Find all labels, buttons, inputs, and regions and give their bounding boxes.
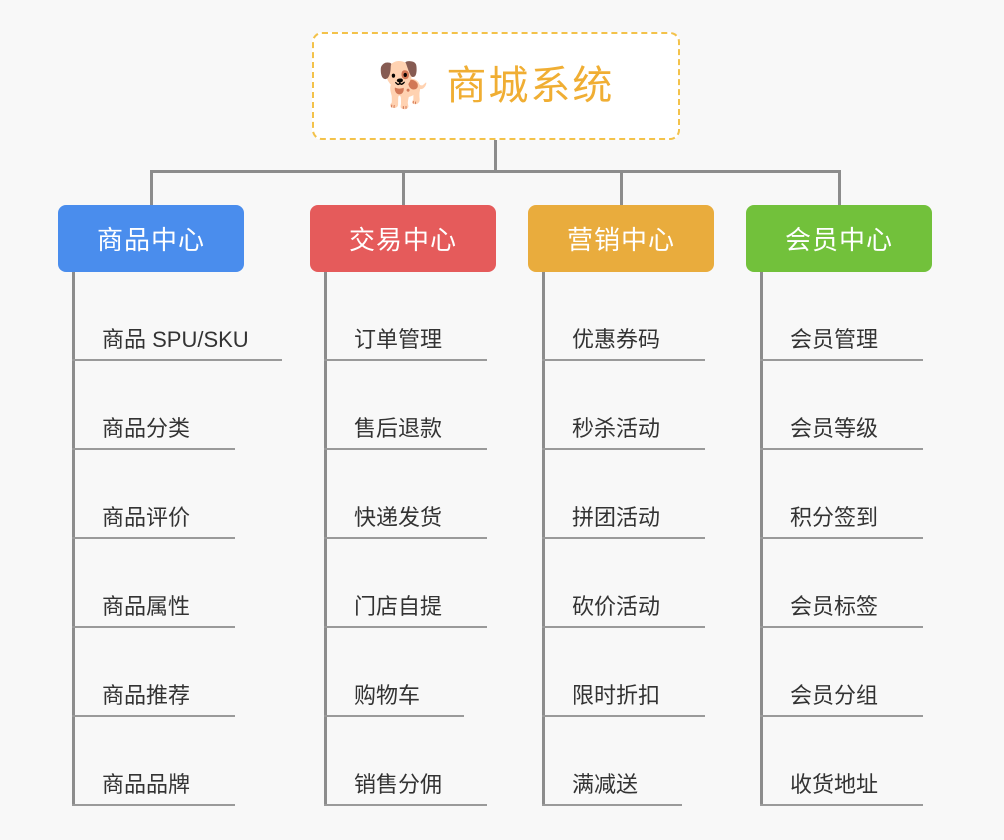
leaf-item[interactable]: 商品推荐 (72, 628, 249, 717)
leaf-item[interactable]: 限时折扣 (542, 628, 705, 717)
leaf-item[interactable]: 商品属性 (72, 539, 249, 628)
leaf-item[interactable]: 商品分类 (72, 361, 249, 450)
leaf-item[interactable]: 门店自提 (324, 539, 487, 628)
leaf-item[interactable]: 商品品牌 (72, 717, 249, 806)
leaf-item-label: 商品品牌 (102, 771, 191, 797)
leaf-column-member-center: 会员管理 会员等级 积分签到 会员标签 会员分组 收货地址 (760, 272, 923, 806)
leaf-item-label: 优惠券码 (572, 326, 661, 352)
category-header-member-center[interactable]: 会员中心 (746, 205, 932, 272)
leaf-underline (542, 359, 705, 361)
leaf-underline (324, 359, 487, 361)
leaf-item-label: 收货地址 (790, 771, 879, 797)
leaf-underline (542, 804, 682, 806)
category-header-label: 商品中心 (96, 225, 205, 255)
leaf-underline (760, 448, 923, 450)
leaf-column-marketing-center: 优惠券码 秒杀活动 拼团活动 砍价活动 限时折扣 满减送 (542, 272, 705, 806)
leaf-underline (542, 626, 705, 628)
connector-root-stem (494, 140, 497, 173)
leaf-underline (72, 448, 235, 450)
leaf-item-label: 会员分组 (790, 682, 879, 708)
leaf-underline (542, 448, 705, 450)
leaf-underline (324, 537, 487, 539)
leaf-item-label: 会员管理 (790, 326, 879, 352)
leaf-item[interactable]: 优惠券码 (542, 272, 705, 361)
category-header-product-center[interactable]: 商品中心 (58, 205, 244, 272)
leaf-item-label: 售后退款 (354, 415, 443, 441)
category-header-label: 交易中心 (348, 225, 457, 255)
leaf-underline (760, 626, 923, 628)
leaf-column-trade-center: 订单管理 售后退款 快递发货 门店自提 购物车 销售分佣 (324, 272, 487, 806)
leaf-item[interactable]: 会员标签 (760, 539, 923, 628)
leaf-column-product-center: 商品 SPU/SKU 商品分类 商品评价 商品属性 商品推荐 商品品牌 (72, 272, 282, 806)
leaf-item[interactable]: 积分签到 (760, 450, 923, 539)
leaf-item[interactable]: 收货地址 (760, 717, 923, 806)
leaf-underline (760, 537, 923, 539)
leaf-item-label: 商品评价 (102, 504, 191, 530)
leaf-rail (324, 272, 327, 806)
leaf-underline (760, 804, 923, 806)
connector-horizontal-bus (150, 170, 840, 173)
leaf-item[interactable]: 销售分佣 (324, 717, 487, 806)
leaf-item[interactable]: 售后退款 (324, 361, 487, 450)
leaf-item[interactable]: 订单管理 (324, 272, 487, 361)
leaf-underline (324, 804, 487, 806)
leaf-item-label: 秒杀活动 (572, 415, 661, 441)
leaf-item-label: 限时折扣 (572, 682, 661, 708)
connector-drop-marketing-center (620, 170, 623, 207)
leaf-item[interactable]: 砍价活动 (542, 539, 705, 628)
leaf-underline (542, 715, 705, 717)
leaf-item-label: 门店自提 (354, 593, 443, 619)
leaf-underline (72, 359, 282, 361)
category-header-trade-center[interactable]: 交易中心 (310, 205, 496, 272)
leaf-item-label: 销售分佣 (354, 771, 443, 797)
leaf-underline (72, 715, 235, 717)
leaf-item[interactable]: 满减送 (542, 717, 682, 806)
leaf-item[interactable]: 商品评价 (72, 450, 249, 539)
connector-drop-trade-center (402, 170, 405, 207)
leaf-item[interactable]: 会员分组 (760, 628, 923, 717)
leaf-item-label: 商品分类 (102, 415, 191, 441)
category-header-label: 会员中心 (784, 225, 893, 255)
leaf-item-label: 会员标签 (790, 593, 879, 619)
leaf-item-label: 购物车 (354, 682, 421, 708)
leaf-underline (324, 715, 464, 717)
leaf-underline (542, 537, 705, 539)
category-header-marketing-center[interactable]: 营销中心 (528, 205, 714, 272)
leaf-item[interactable]: 会员管理 (760, 272, 923, 361)
leaf-item-label: 商品属性 (102, 593, 191, 619)
leaf-item-label: 满减送 (572, 771, 639, 797)
leaf-underline (760, 715, 923, 717)
leaf-underline (72, 537, 235, 539)
leaf-item-label: 砍价活动 (572, 593, 661, 619)
leaf-underline (324, 626, 487, 628)
shiba-dog-icon: 🐕 (377, 61, 433, 110)
leaf-item-label: 拼团活动 (572, 504, 661, 530)
root-node-mall-system[interactable]: 🐕 商城系统 (312, 32, 680, 140)
root-node-title: 商城系统 (446, 64, 615, 108)
connector-drop-product-center (150, 170, 153, 207)
leaf-item[interactable]: 会员等级 (760, 361, 923, 450)
leaf-item[interactable]: 购物车 (324, 628, 464, 717)
leaf-underline (324, 448, 487, 450)
leaf-item-label: 会员等级 (790, 415, 879, 441)
category-header-label: 营销中心 (566, 225, 675, 255)
leaf-item[interactable]: 拼团活动 (542, 450, 705, 539)
leaf-item-label: 商品推荐 (102, 682, 191, 708)
leaf-item-label: 快递发货 (354, 504, 443, 530)
leaf-item-label: 商品 SPU/SKU (102, 326, 249, 352)
connector-drop-member-center (838, 170, 841, 207)
leaf-rail (72, 272, 75, 806)
leaf-underline (72, 804, 235, 806)
leaf-item-label: 订单管理 (354, 326, 443, 352)
leaf-item[interactable]: 快递发货 (324, 450, 487, 539)
leaf-item-label: 积分签到 (790, 504, 879, 530)
leaf-item[interactable]: 秒杀活动 (542, 361, 705, 450)
leaf-underline (760, 359, 923, 361)
leaf-rail (542, 272, 545, 806)
leaf-underline (72, 626, 235, 628)
leaf-item[interactable]: 商品 SPU/SKU (72, 272, 282, 361)
leaf-rail (760, 272, 763, 806)
